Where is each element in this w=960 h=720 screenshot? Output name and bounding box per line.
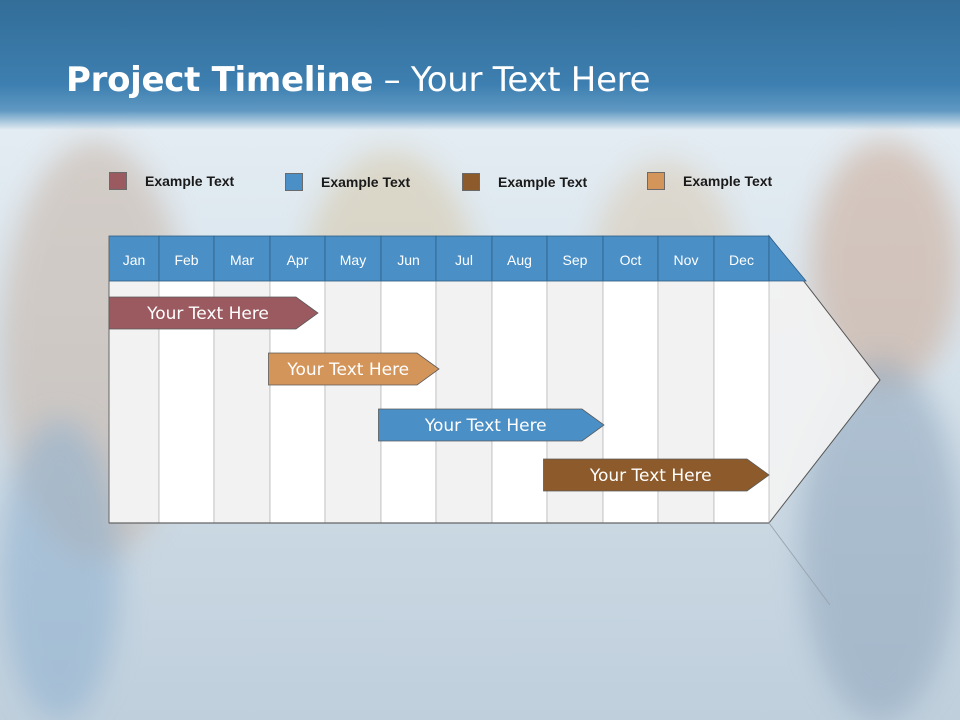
task-bar bbox=[543, 458, 770, 492]
month-header-cell bbox=[108, 235, 160, 282]
month-header-cell bbox=[602, 235, 659, 282]
task-bar bbox=[378, 408, 605, 442]
task-bar bbox=[108, 296, 319, 330]
month-header-cell bbox=[269, 235, 326, 282]
arrow-shadow-line bbox=[768, 522, 831, 606]
legend-label-4: Example Text bbox=[683, 173, 773, 189]
legend-swatch-2 bbox=[285, 173, 303, 191]
legend-item-2: Example Text bbox=[285, 171, 410, 193]
task-bar bbox=[268, 352, 440, 386]
month-column bbox=[491, 280, 548, 524]
month-label: Jul bbox=[455, 252, 473, 268]
month-label: Jan bbox=[123, 252, 146, 268]
month-label: Jun bbox=[397, 252, 420, 268]
month-header-cell bbox=[213, 235, 271, 282]
task-bar-label: Your Text Here bbox=[589, 466, 712, 486]
month-header-cell bbox=[657, 235, 715, 282]
task-bar-label: Your Text Here bbox=[146, 304, 269, 324]
legend-label-3: Example Text bbox=[498, 174, 588, 190]
legend-item-1: Example Text bbox=[109, 170, 234, 192]
month-header-cell bbox=[158, 235, 215, 282]
month-header-cell bbox=[491, 235, 548, 282]
legend-item-4: Example Text bbox=[647, 170, 772, 192]
legend-item-3: Example Text bbox=[462, 171, 587, 193]
month-label: Oct bbox=[620, 252, 642, 268]
legend-swatch-3 bbox=[462, 173, 480, 191]
title-rest: – Your Text Here bbox=[373, 60, 651, 100]
month-label: Sep bbox=[563, 252, 588, 268]
legend-swatch-4 bbox=[647, 172, 665, 190]
month-header-cell bbox=[380, 235, 437, 282]
task-bar-label: Your Text Here bbox=[424, 416, 547, 436]
month-label: Mar bbox=[230, 252, 254, 268]
month-label: Nov bbox=[674, 252, 699, 268]
month-header-cell bbox=[435, 235, 493, 282]
month-header-cell bbox=[713, 235, 770, 282]
slide-title: Project Timeline – Your Text Here bbox=[66, 60, 651, 100]
month-header-cell bbox=[324, 235, 382, 282]
legend-swatch-1 bbox=[109, 172, 127, 190]
month-label: May bbox=[340, 252, 366, 268]
month-label: Feb bbox=[174, 252, 198, 268]
month-header-cell bbox=[546, 235, 604, 282]
month-column bbox=[380, 280, 437, 524]
month-label: Aug bbox=[507, 252, 532, 268]
legend-label-2: Example Text bbox=[321, 174, 411, 190]
month-label: Dec bbox=[729, 252, 754, 268]
header-arrow-tip bbox=[768, 234, 807, 282]
task-bar-label: Your Text Here bbox=[286, 360, 409, 380]
shirt-left-blur bbox=[0, 420, 120, 720]
month-label: Apr bbox=[287, 252, 309, 268]
month-column bbox=[435, 280, 493, 524]
month-column bbox=[324, 280, 382, 524]
legend-label-1: Example Text bbox=[145, 173, 235, 189]
title-bold: Project Timeline bbox=[66, 60, 374, 100]
title-band bbox=[0, 0, 960, 130]
